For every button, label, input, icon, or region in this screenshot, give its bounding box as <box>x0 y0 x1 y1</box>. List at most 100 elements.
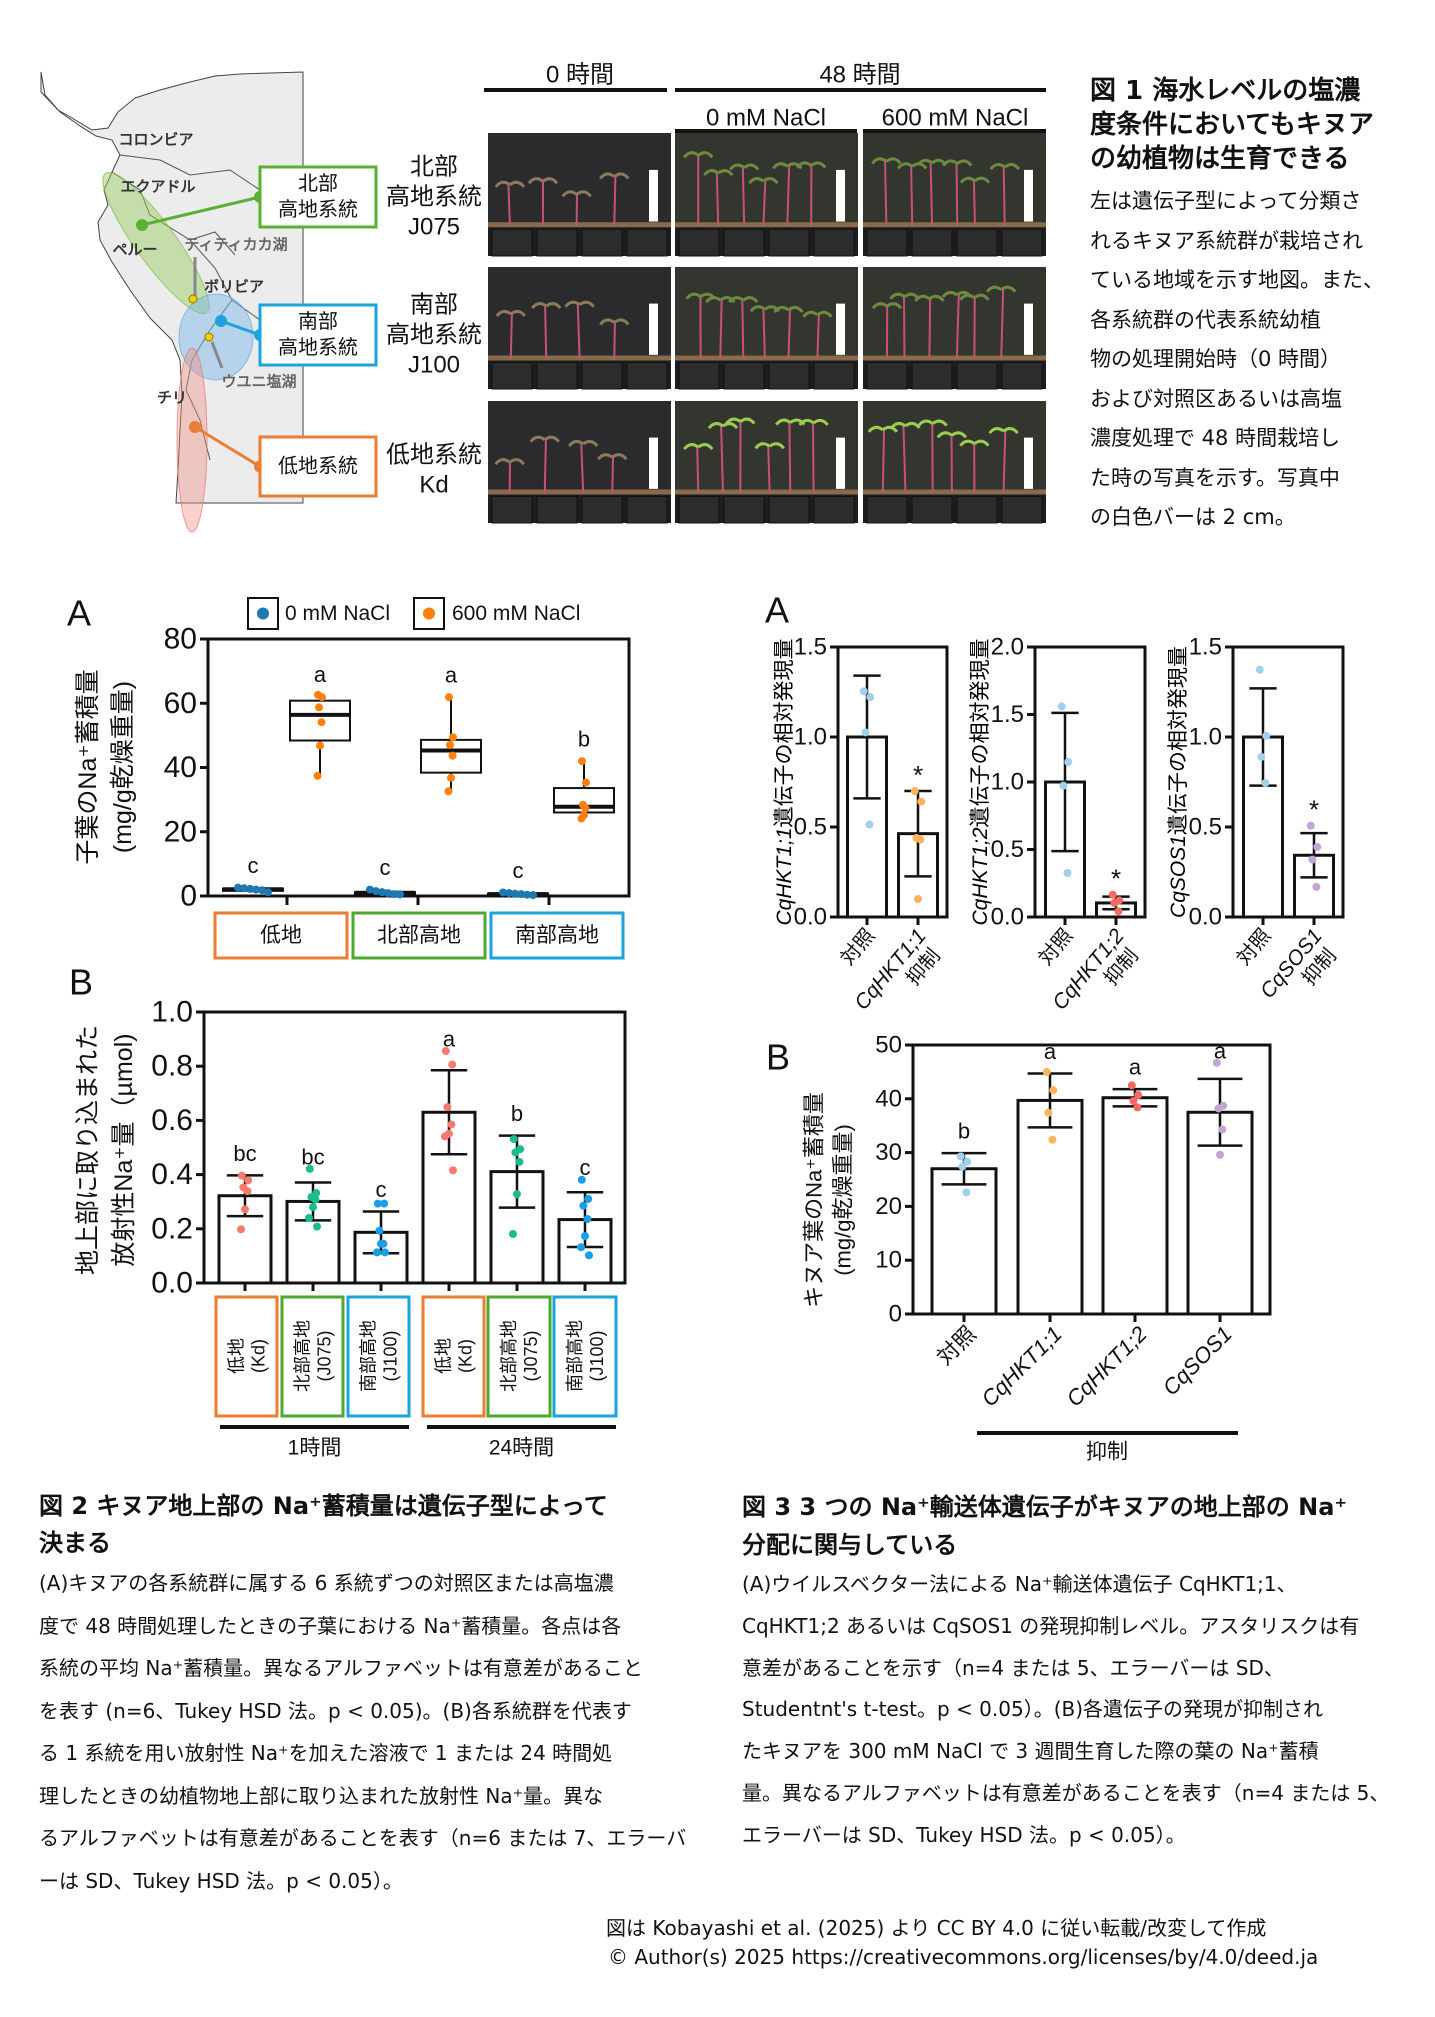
caption-line: れるキヌア系統群が栽培され <box>1090 228 1363 253</box>
y-tick-label: 1.5 <box>1189 634 1222 661</box>
condition-header: 0 mM NaCl <box>706 105 826 132</box>
data-point <box>1057 702 1066 711</box>
bar-group: c <box>557 1155 613 1291</box>
seedling-photo <box>863 401 1046 524</box>
caption-line: る 1 系統を用い放射性 Na⁺を加えた溶液で 1 または 24 時間処 <box>39 1741 613 1765</box>
y-tick-label: 1.0 <box>151 996 193 1029</box>
data-point <box>252 885 260 894</box>
seedling-leaves <box>795 161 827 169</box>
bar <box>1016 1098 1084 1316</box>
caption-line: エラーバーは SD、Tukey HSD 法。p < 0.05）。 <box>742 1822 1186 1847</box>
caption-line: CqHKT1;2 あるいは CqSOS1 の発現抑制レベル。アスタリスクは有 <box>742 1613 1360 1638</box>
category-label: 南部高地 <box>515 924 599 947</box>
data-point <box>505 889 513 898</box>
data-point <box>1212 1058 1221 1067</box>
data-point <box>1049 1086 1058 1095</box>
y-tick-label: 2.0 <box>991 634 1024 661</box>
southern-highland-area <box>178 293 254 381</box>
bar-group: b <box>489 1101 545 1291</box>
seedling-stem <box>787 309 791 359</box>
soil-line <box>863 355 1046 361</box>
bar-group: a <box>1186 1038 1254 1322</box>
significance-letter: c <box>513 858 524 883</box>
y-tick-label: 80 <box>164 623 197 656</box>
category-box <box>280 1295 345 1418</box>
data-point <box>1308 855 1317 864</box>
category-box <box>552 1295 618 1418</box>
y-tick-label: 30 <box>875 1139 902 1166</box>
data-point <box>445 693 453 702</box>
box-1-2: b <box>553 727 615 823</box>
y-axis-label: CqHKT1;2遺伝子の相対発現量 <box>969 638 992 925</box>
caption-line: Studentnt's t-test。p < 0.05）。(B)各遺伝子の発現が… <box>742 1697 1324 1722</box>
pot <box>866 362 908 390</box>
category-box <box>346 1295 411 1418</box>
data-point <box>581 804 590 813</box>
strain-label: 高地系統 <box>386 322 482 349</box>
data-point <box>381 1248 389 1257</box>
data-point <box>581 1232 589 1241</box>
data-point <box>244 1176 253 1185</box>
x-category-text: 対照 <box>932 1321 981 1370</box>
data-point <box>865 820 874 829</box>
figure3a-subplot-1: A0.00.51.01.5*CqHKT1;1遺伝子の相対発現量対照CqHKT1;… <box>765 590 949 1015</box>
significance-letter: bc <box>233 1141 256 1166</box>
category-box <box>421 1295 486 1418</box>
panel-label: A <box>67 593 91 634</box>
data-point <box>449 733 457 742</box>
lowland-area <box>176 347 208 533</box>
group-label: 北部 <box>298 172 338 195</box>
data-point <box>1063 868 1072 877</box>
caption-title-line: 図 3 3 つの Na⁺輸送体遺伝子がキヌアの地上部の Na⁺ <box>742 1493 1348 1521</box>
category-label: 低地 <box>434 1338 454 1374</box>
bar <box>285 1199 341 1285</box>
strain-label: 高地系統 <box>386 184 482 211</box>
y-axis-label-text: 遺伝子の相対発現量 <box>969 638 992 827</box>
data-point <box>1059 781 1068 790</box>
pot <box>813 496 855 524</box>
pot <box>956 228 998 257</box>
seedling-photo <box>488 267 671 390</box>
seedling-leaves <box>754 442 785 450</box>
scale-bar <box>649 437 658 489</box>
bar-group: a <box>1101 1055 1169 1322</box>
panel-label: A <box>765 590 789 631</box>
caption-title-line: の幼植物は生育できる <box>1090 144 1350 174</box>
caption-line: 物の処理開始時（0 時間） <box>1090 347 1342 371</box>
caption-line: および対照区あるいは高塩 <box>1090 386 1342 411</box>
scale-bar <box>1024 169 1033 222</box>
caption-line: 左は遺伝子型によって分類さ <box>1090 189 1362 213</box>
caption-title-line: 決まる <box>39 1529 111 1557</box>
y-tick-label: 1.0 <box>794 724 827 751</box>
seedling-leaves <box>703 169 734 177</box>
data-point <box>1262 731 1271 740</box>
data-point <box>396 890 404 899</box>
pot <box>723 362 765 390</box>
strain-label: J075 <box>408 214 460 241</box>
y-axis-label: CqSOS1遺伝子の相対発現量 <box>1167 646 1190 918</box>
data-point <box>910 787 919 795</box>
data-point <box>1042 1067 1051 1076</box>
time-group-label: 1時間 <box>288 1437 342 1460</box>
seedling-leaves <box>531 302 562 310</box>
seedling-stem <box>1000 289 1005 359</box>
category-label: 南部高地 <box>359 1320 379 1392</box>
pot <box>866 496 908 524</box>
strain-label: J100 <box>408 352 460 379</box>
seedling-leaves <box>494 180 526 188</box>
seedling-stem <box>509 314 513 359</box>
bar-group: * <box>1293 795 1335 925</box>
seedling-stem <box>1002 167 1006 226</box>
data-point <box>375 1226 384 1235</box>
data-point <box>258 886 266 895</box>
uyuni-lake-marker <box>204 332 214 342</box>
condition-header: 600 mM NaCl <box>882 105 1029 132</box>
pot <box>491 496 533 524</box>
plot-frame <box>206 637 631 898</box>
seedling-leaves <box>527 177 559 185</box>
plot-frame <box>202 1010 627 1285</box>
y-tick-label: 0.5 <box>1189 814 1222 841</box>
data-point <box>384 889 392 898</box>
caption-line: たキヌアを 300 mM NaCl で 3 週間生育した際の葉の Na⁺蓄積 <box>742 1739 1319 1764</box>
data-point <box>577 1243 585 1252</box>
